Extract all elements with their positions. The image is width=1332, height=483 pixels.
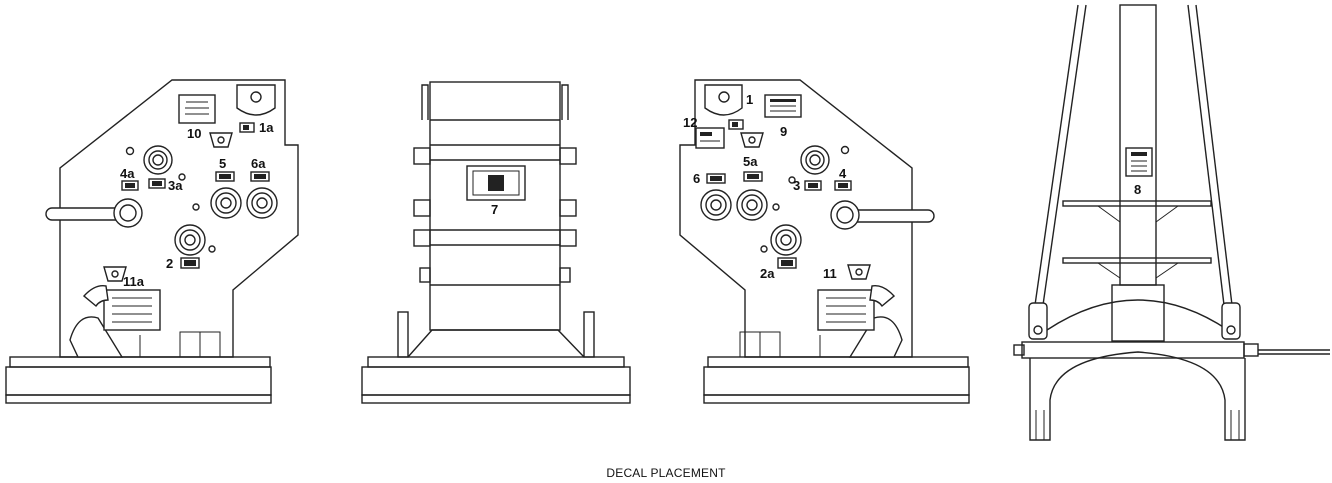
gauge [174,224,206,256]
label-6a: 6a [251,156,266,171]
decal-11a [103,289,161,331]
housing-outline [679,79,913,358]
lifting-lug [704,84,743,116]
base-plate [703,366,970,396]
label-3a: 3a [168,178,183,193]
crank-handle [45,207,125,221]
label-12: 12 [683,115,697,130]
gauge [246,187,278,219]
label-4: 4 [839,166,847,181]
label-2: 2 [166,256,173,271]
gauge [770,224,802,256]
label-11a: 11a [123,274,145,289]
label-10: 10 [187,126,201,141]
selector-dial [869,285,896,308]
front-view: 7 [361,81,631,404]
spreader-bar [1021,341,1245,359]
gauge [210,187,242,219]
label-9: 9 [780,124,787,139]
right-side-view: 1 12 9 5a 6 3 4 2a 11 [679,79,970,404]
label-4a: 4a [120,166,135,181]
diagram-caption: DECAL PLACEMENT [606,466,726,480]
label-7: 7 [491,202,498,217]
base-plate [361,366,631,396]
decal-11 [817,289,875,331]
label-1: 1 [746,92,753,107]
gauge [800,145,830,175]
decal-10 [178,94,216,124]
label-1a: 1a [259,120,274,135]
mast [1119,4,1157,286]
lifting-lug [236,84,276,116]
base-plate-bottom [5,394,272,404]
label-6: 6 [693,171,700,186]
label-2a: 2a [760,266,775,281]
wedge [69,316,124,358]
decal-12 [695,127,725,149]
gauge [700,189,732,221]
selector-dial [82,285,109,308]
gauge [736,189,768,221]
label-11: 11 [823,266,837,281]
label-5a: 5a [743,154,758,169]
label-5: 5 [219,156,226,171]
base-plate-top [9,356,271,368]
label-3: 3 [793,178,800,193]
base-plate [5,366,272,396]
left-side-view: 10 1a 4a 3a 5 6a 2 11a [5,79,299,404]
label-8: 8 [1134,182,1141,197]
housing-outline [59,79,299,358]
crank-handle [851,209,935,223]
lifting-sling-view: 8 [1013,4,1330,441]
gauge [143,145,173,175]
wedge [848,316,903,358]
